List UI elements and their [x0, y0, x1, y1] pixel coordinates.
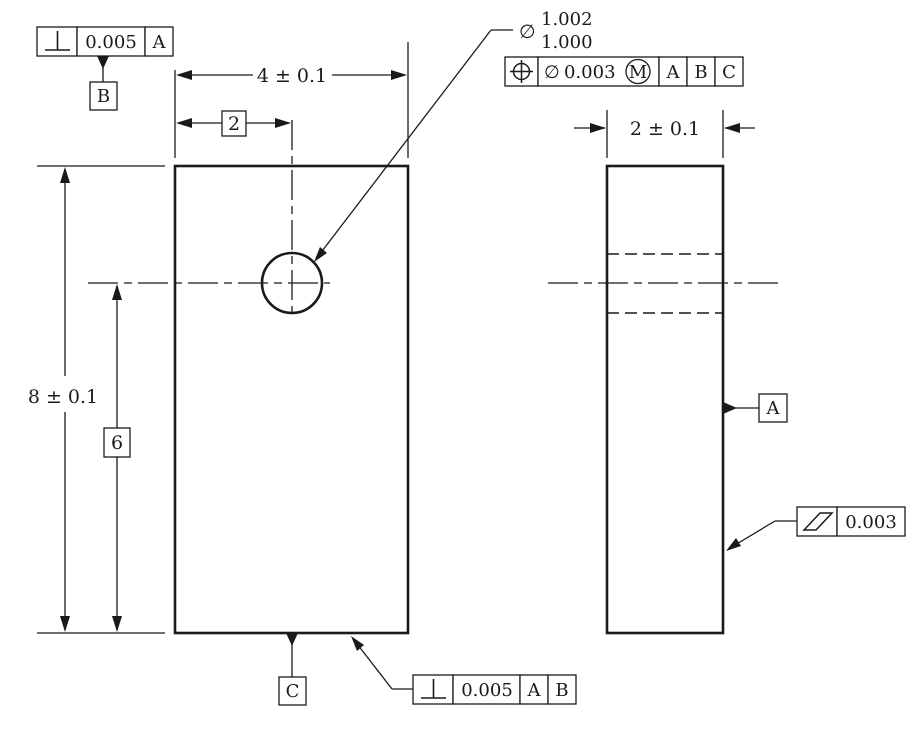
position-datum-c: C	[722, 62, 736, 83]
perpendicularity-icon	[421, 679, 446, 699]
width-dimension-text: 4 ± 0.1	[257, 65, 327, 87]
flatness-icon	[802, 512, 834, 531]
datum-a-feature: A	[723, 393, 788, 423]
perpendicularity-fcf-top: 0.005 A	[36, 26, 174, 57]
position-datum-b: B	[694, 62, 707, 83]
position-icon	[510, 60, 533, 83]
side-view-outline	[605, 164, 725, 635]
hole-y-dimension: 6	[103, 284, 131, 632]
datum-c-feature: C	[278, 633, 307, 706]
front-view: 4 ± 0.1 2 8 ± 0.1 6	[28, 9, 744, 706]
position-datum-a: A	[666, 62, 681, 83]
fcf-bottom-tolerance: 0.005	[461, 680, 513, 701]
hole-x-dimension: 2	[176, 110, 291, 137]
perpendicularity-fcf-bottom: 0.005 A B	[351, 636, 577, 705]
flatness-fcf: 0.003	[726, 506, 906, 551]
datum-b-label: B	[97, 86, 110, 107]
datum-a-label: A	[766, 398, 781, 419]
datum-b-feature: B	[89, 56, 118, 111]
height-dimension: 8 ± 0.1	[28, 167, 98, 632]
fcf-bottom-datum-b: B	[555, 680, 568, 701]
thickness-dimension-text: 2 ± 0.1	[630, 118, 700, 140]
height-dimension-text: 8 ± 0.1	[28, 386, 98, 408]
hole-x-basic-text: 2	[228, 113, 240, 135]
hole-diameter-lower: 1.000	[541, 32, 593, 53]
width-dimension: 4 ± 0.1	[176, 65, 407, 87]
diameter-symbol: ∅	[519, 21, 536, 43]
mmc-modifier: M	[629, 62, 647, 83]
side-view: 2 ± 0.1 A 0.003	[548, 110, 906, 635]
fcf-top-tolerance: 0.005	[85, 32, 137, 53]
position-tolerance-diameter: ∅	[544, 62, 560, 83]
hole-diameter-upper: 1.002	[541, 9, 593, 30]
datum-c-label: C	[286, 681, 300, 702]
hole-callout: ∅ 1.002 1.000	[314, 9, 593, 262]
perpendicularity-icon	[45, 31, 70, 51]
thickness-dimension: 2 ± 0.1	[574, 118, 755, 140]
fcf-bottom-datum-a: A	[527, 680, 542, 701]
position-fcf: ∅ 0.003 M A B C	[504, 56, 744, 87]
hole-y-basic-text: 6	[111, 432, 123, 454]
flatness-tolerance: 0.003	[845, 512, 897, 533]
mmc-circle-icon	[625, 58, 651, 85]
position-tolerance: 0.003	[564, 62, 616, 83]
fcf-top-datum-a: A	[152, 32, 167, 53]
